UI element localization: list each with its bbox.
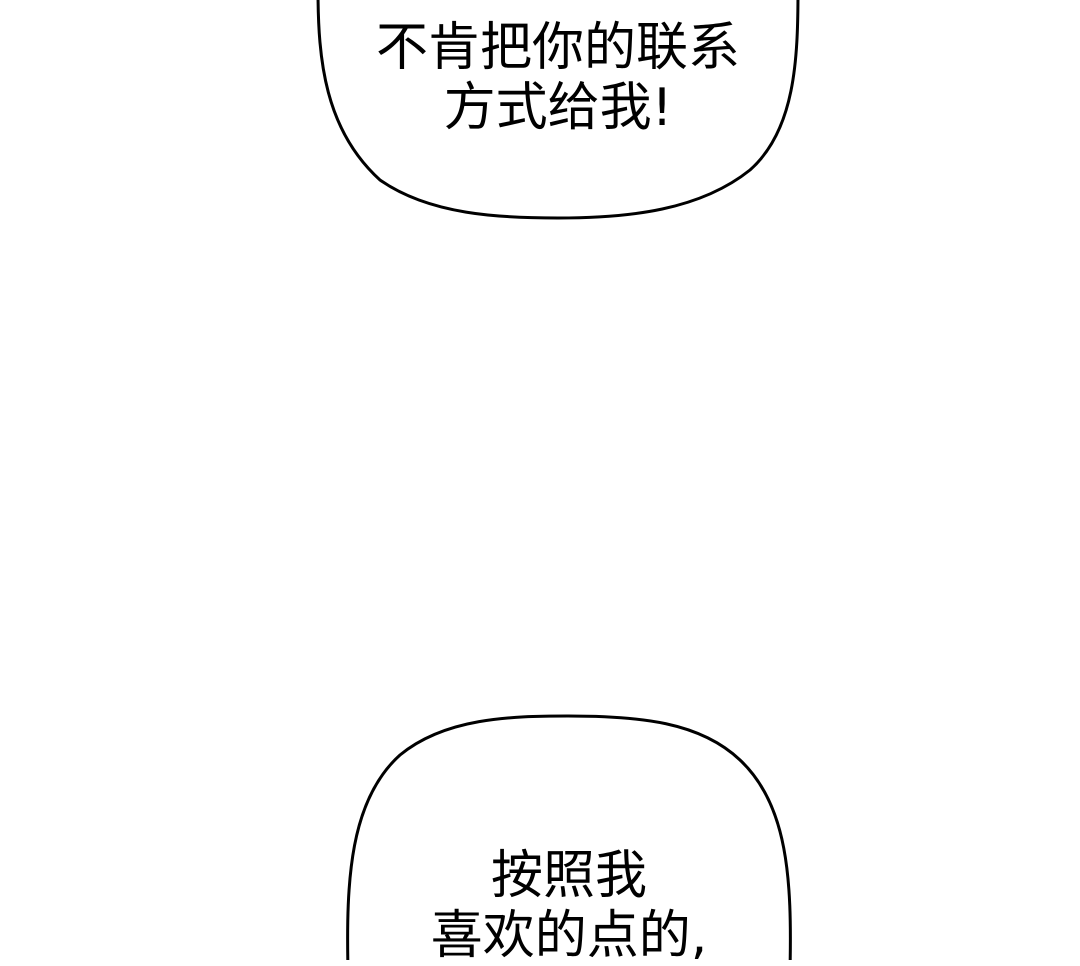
speech-text-bottom: 按照我 喜欢的点的,: [348, 846, 790, 966]
speech-line: 不肯把你的联系: [375, 18, 740, 78]
speech-line: 喜欢的点的,: [430, 906, 708, 966]
speech-bubble-bottom: [346, 714, 792, 960]
speech-text-top: 不肯把你的联系 方式给我!: [318, 18, 798, 138]
speech-line: 按照我: [490, 846, 647, 906]
speech-line: 方式给我!: [443, 78, 673, 138]
speech-bubble-top: [316, 0, 800, 220]
